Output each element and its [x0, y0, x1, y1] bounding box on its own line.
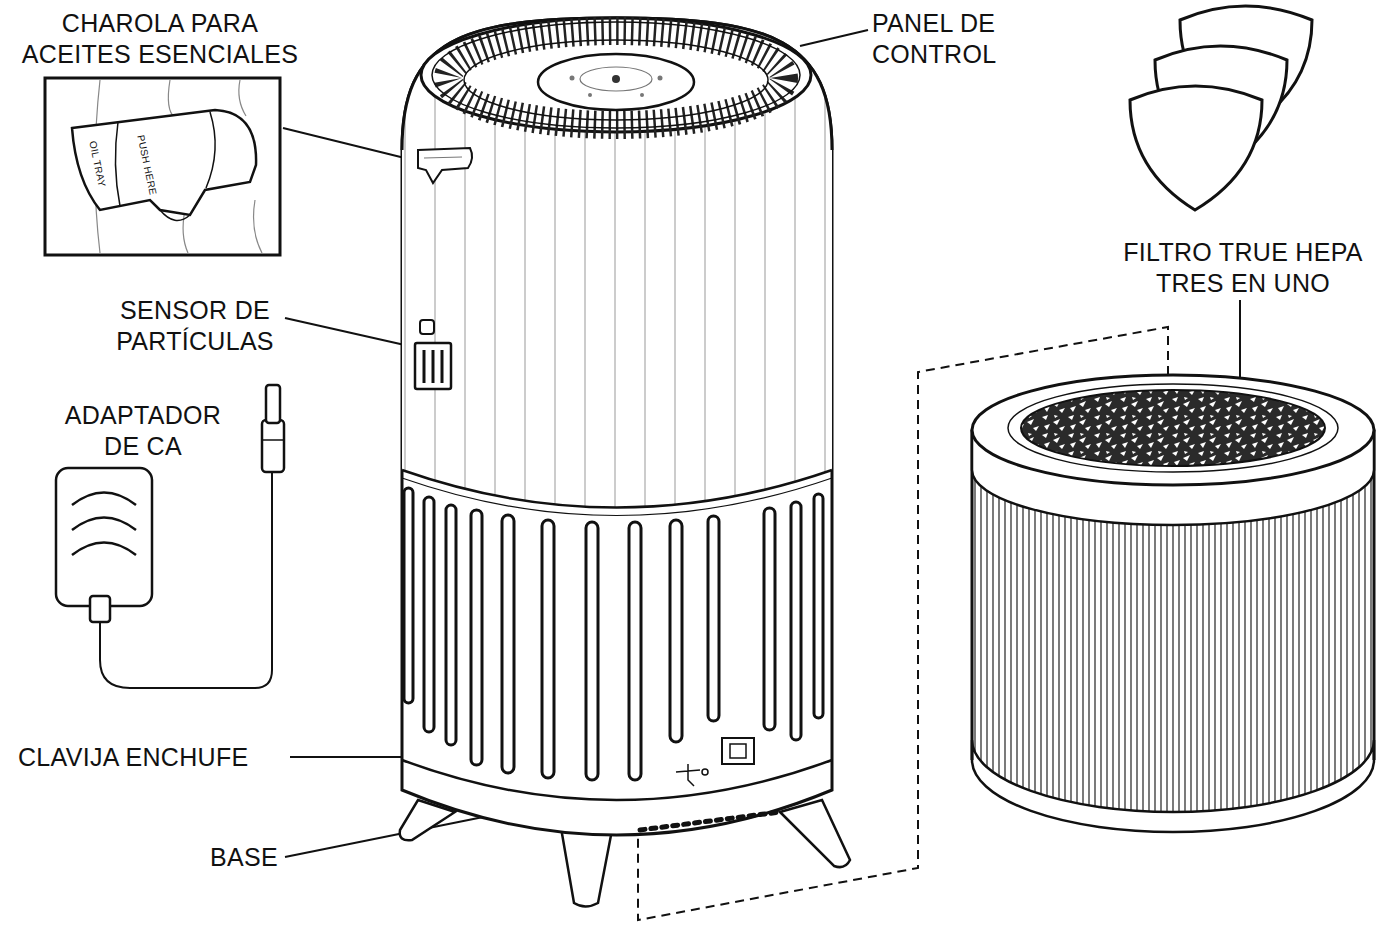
hepa-filter: [972, 375, 1374, 840]
part-label: SENSOR DE PARTÍCULAS: [95, 295, 295, 357]
ac-adapter: [56, 385, 284, 688]
part-label: PANEL DE CONTROL: [872, 8, 1052, 70]
part-label: ADAPTADOR DE CA: [53, 400, 233, 462]
oil-tray-inset: [45, 78, 280, 255]
leader-line: [285, 318, 418, 348]
part-label: FILTRO TRUE HEPA TRES EN UNO: [1108, 237, 1378, 299]
leader-line: [285, 812, 508, 857]
part-label: CLAVIJA ENCHUFE: [18, 742, 248, 773]
tray-marking: PUSH HERE: [134, 134, 158, 196]
tray-marking: OIL TRAY: [86, 140, 107, 188]
part-label: CHAROLA PARA ACEITES ESENCIALES: [15, 8, 305, 70]
purifier-body: [402, 18, 832, 835]
leader-line: [800, 30, 868, 46]
pre-filters: [1130, 6, 1312, 210]
part-label: BASE: [210, 842, 278, 873]
